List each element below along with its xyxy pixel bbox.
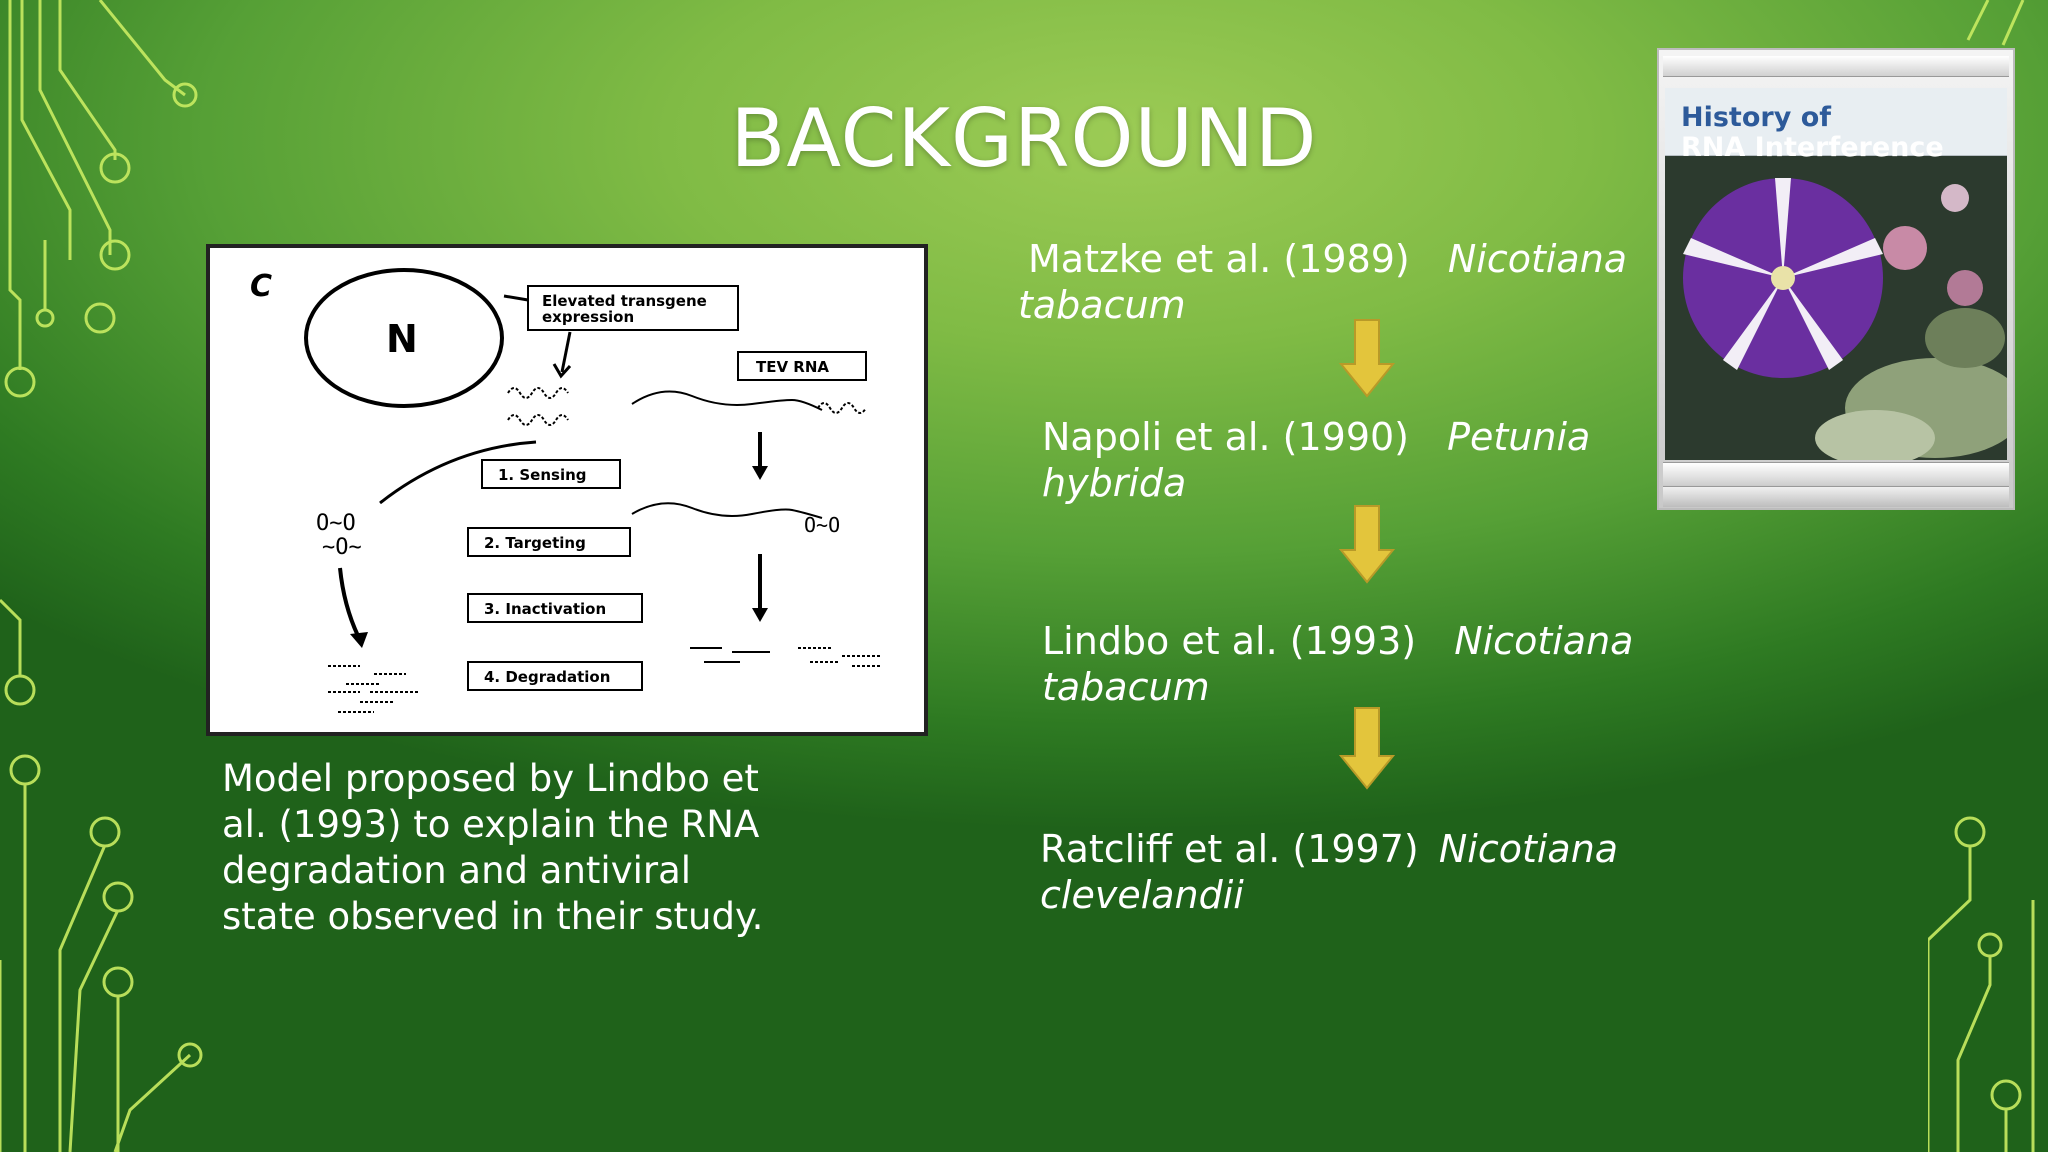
book-top-band (1663, 56, 2009, 77)
slide-title: BACKGROUND (730, 92, 1318, 185)
timeline-species-genus: Petunia (1447, 415, 1591, 459)
timeline-species-epithet: tabacum (1042, 665, 1210, 709)
targeting-step-box (467, 527, 631, 557)
rnai-history-book-cover: History of RNA Interference (1657, 48, 2015, 510)
book-title-line1: History of (1681, 102, 1831, 133)
nucleus-label: N (386, 317, 418, 361)
timeline-species-genus: Nicotiana (1438, 827, 1619, 871)
figure-caption: Model proposed by Lindbo et al. (1993) t… (222, 757, 764, 938)
timeline-species-epithet: clevelandii (1040, 873, 1244, 917)
elevated-label-line2: expression (542, 308, 634, 326)
rna-silencing-model-figure: C N Elevated transgene expression TEV RN… (206, 244, 928, 736)
timeline-species-genus: Nicotiana (1447, 237, 1628, 281)
petunia-flower-photo (1665, 88, 2007, 460)
tev-rna-label: TEV RNA (756, 358, 829, 376)
down-arrow-3 (1338, 707, 1396, 790)
model-diagram-drawing: C N Elevated transgene expression TEV RN… (250, 268, 880, 713)
timeline-authors: Napoli et al. (1990) (1042, 415, 1409, 459)
sensing-step-box (481, 459, 621, 489)
timeline-entry-1: Matzke et al. (1989) Nicotiana tabacum (1018, 236, 1638, 328)
flower-illustration (1665, 156, 2007, 460)
book-bottom-band (1663, 462, 2009, 485)
inactivation-step-label: 3. Inactivation (484, 600, 606, 618)
timeline-authors: Matzke et al. (1989) (1028, 237, 1410, 281)
timeline-entry-3: Lindbo et al. (1993) Nicotiana tabacum (1042, 618, 1662, 710)
svg-text:O~O: O~O (804, 513, 840, 537)
timeline-species-epithet: tabacum (1018, 283, 1186, 327)
circuit-decoration-left (0, 0, 203, 1152)
nucleus-circle (304, 268, 504, 408)
timeline-species-genus: Nicotiana (1454, 619, 1634, 663)
sensing-step-label: 1. Sensing (498, 466, 587, 484)
svg-text:~O~: ~O~ (322, 535, 362, 560)
timeline-entry-2: Napoli et al. (1990) Petunia hybrida (1042, 414, 1642, 506)
panel-letter: C (250, 269, 272, 304)
svg-text:O~O: O~O (316, 511, 356, 536)
inactivation-step-box (467, 593, 643, 623)
elevated-label-line1: Elevated transgene (542, 292, 707, 310)
targeting-step-label: 2. Targeting (484, 534, 586, 552)
down-arrow-1 (1338, 319, 1396, 398)
degradation-step-label: 4. Degradation (484, 668, 610, 686)
elevated-expression-box (527, 285, 739, 331)
timeline-authors: Ratcliff et al. (1997) (1040, 827, 1419, 871)
timeline-entry-4: Ratcliff et al. (1997) Nicotiana clevela… (1040, 826, 1660, 918)
book-bottom-band-2 (1663, 486, 2009, 507)
circuit-decoration-right (1928, 0, 2035, 1152)
down-arrow-2 (1338, 505, 1396, 584)
timeline-species-epithet: hybrida (1042, 461, 1187, 505)
book-title-line2: RNA Interference (1681, 132, 1944, 163)
timeline-authors: Lindbo et al. (1993) (1042, 619, 1417, 663)
tev-rna-box (737, 351, 867, 381)
degradation-step-box (467, 661, 643, 691)
